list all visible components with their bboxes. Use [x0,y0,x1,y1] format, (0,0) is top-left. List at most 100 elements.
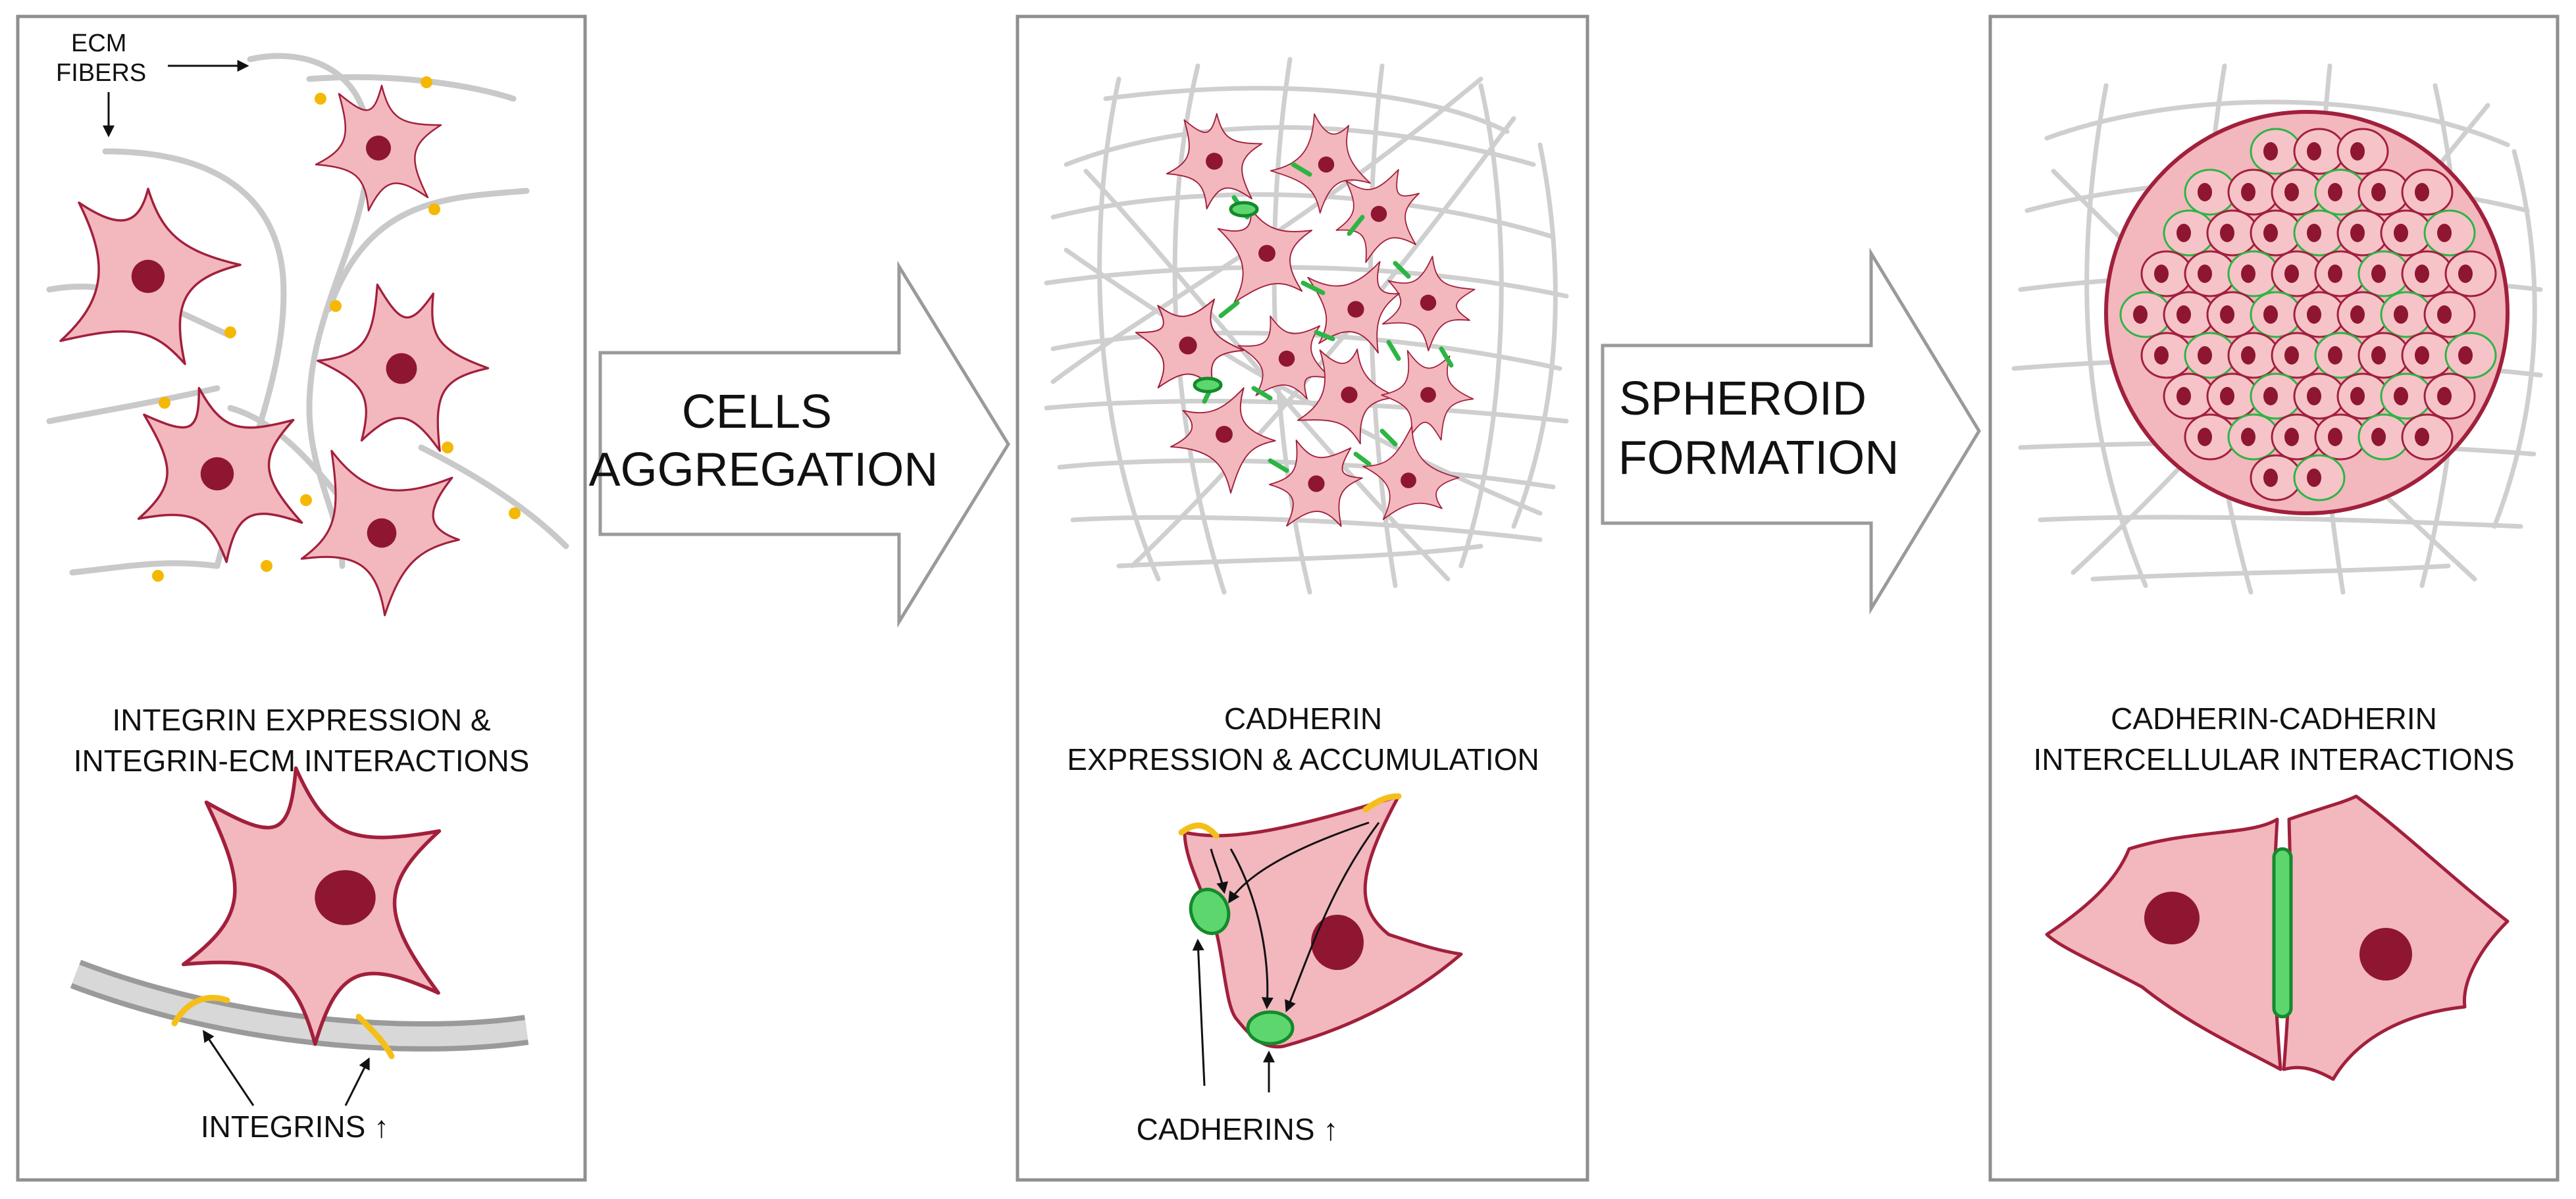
spheroid-nucleus [2328,183,2342,201]
spheroid-nucleus [2263,387,2278,405]
arrow-1-line1: CELLS [682,386,832,438]
ecm-label-line1: ECM [71,30,126,57]
spheroid-nucleus [2350,387,2365,405]
spheroid-nucleus [2437,305,2452,324]
panel-1-caption-line2: INTEGRIN-ECM INTERACTIONS [74,744,530,778]
spheroid-nucleus [2263,142,2278,161]
spheroid-nucleus [2307,224,2321,242]
spheroid-nucleus [2198,428,2212,446]
spheroid-nucleus [2371,346,2386,365]
spheroid-nucleus [2133,305,2148,324]
cadherin-junction [2272,847,2293,1019]
panel-cadherin: CADHERIN EXPRESSION & ACCUMULATION CADHE… [1016,14,1589,1182]
cadherin-patch-bottom [1246,1010,1295,1046]
spheroid-nucleus [2307,387,2321,405]
integrin-detail: INTEGRINS ↑ [70,746,529,1144]
integrins-label: INTEGRINS ↑ [201,1110,389,1144]
spheroid-nucleus [2154,265,2169,283]
spheroid-nucleus [2220,224,2234,242]
cell-bottom-right [296,447,467,623]
spheroid-nucleus [2328,346,2342,365]
spheroid-nucleus [2284,428,2299,446]
cell-top-right [315,84,442,212]
integrin-dots [152,76,521,582]
spheroid-nucleus [2263,469,2278,487]
spheroid-nucleus [2415,183,2429,201]
spheroid-nucleus [2220,305,2234,324]
integrin-contact-left [171,994,230,1027]
arrow-2-line1: SPHEROID [1619,372,1867,425]
cadherin-detail: CADHERINS ↑ [1137,793,1463,1146]
spheroid-nucleus [2394,224,2408,242]
integrin-contact-right [355,1013,395,1059]
cadherin-patch-left [1189,888,1231,935]
spheroid-nucleus [2394,305,2408,324]
panel-1-caption-line1: INTEGRIN EXPRESSION & [112,703,490,737]
spheroid-nucleus [2263,305,2278,324]
spheroid-nucleus [2241,428,2255,446]
spheroid-nucleus [2350,142,2365,161]
spheroid-nucleus [2241,265,2255,283]
spheroid-nucleus [2241,346,2255,365]
spheroid-nucleus [2220,387,2234,405]
spheroid-nucleus [2284,346,2299,365]
arrow-2-line2: FORMATION [1618,432,1899,484]
spheroid-nucleus [2458,346,2473,365]
spheroid-nucleus [2307,469,2321,487]
spheroid-nucleus [2177,305,2191,324]
spheroid-nucleus [2437,387,2452,405]
cadherins-label: CADHERINS ↑ [1137,1112,1339,1146]
panel-2-caption-line1: CADHERIN [1224,702,1382,736]
arrow-1-line2: AGGREGATION [589,444,939,496]
cell-bottom-left [109,365,326,582]
spheroid-nucleus [2415,346,2429,365]
spheroid-nucleus [2328,265,2342,283]
spheroid-nucleus [2263,224,2278,242]
spheroid-nucleus [2284,183,2299,201]
spheroid-nucleus [2307,142,2321,161]
spheroid-nucleus [2177,387,2191,405]
detail-cell [153,746,472,1064]
ecm-label: ECM FIBERS [56,30,249,138]
spheroid-nucleus [2371,183,2386,201]
spheroid-nucleus [2198,346,2212,365]
spheroid-nucleus [2415,428,2429,446]
spheroid-nucleus [2241,183,2255,201]
spheroid-nucleus [2198,265,2212,283]
spheroid-nucleus [2284,265,2299,283]
spheroid-nucleus [2371,265,2386,283]
detail-cell-left [2045,817,2282,1071]
panel-3-caption-line1: CADHERIN-CADHERIN [2111,702,2437,736]
cadherin-cadherin-detail [2045,794,2510,1081]
spheroid-cells [2119,128,2497,501]
spheroid-nucleus [2437,224,2452,242]
integrin-contact-2b [1362,793,1402,813]
spheroid-nucleus [2350,224,2365,242]
cell-aggregate [1116,102,1487,545]
spheroid-nucleus [2154,346,2169,365]
cell-middle-right [296,263,507,474]
ecm-label-line2: FIBERS [56,59,146,87]
integrin-contact-2a [1178,822,1220,839]
spheroid-nucleus [2307,305,2321,324]
panel-3-caption-line2: INTERCELLULAR INTERACTIONS [2033,742,2514,777]
spheroid-nucleus [2328,428,2342,446]
detail-nucleus-right [2359,928,2412,981]
spheroid-nucleus [2198,183,2212,201]
spheroid [2104,110,2510,515]
arrow-cells-aggregation: CELLS AGGREGATION [589,261,1010,628]
cell-left [59,188,242,365]
panel-spheroid: CADHERIN-CADHERIN INTERCELLULAR INTERACT… [1988,14,2560,1182]
spheroid-nucleus [2350,305,2365,324]
spheroid-nucleus [2458,265,2473,283]
arrow-spheroid-formation: SPHEROID FORMATION [1601,247,1981,615]
spheroid-nucleus [2371,428,2386,446]
spheroid-nucleus [2394,387,2408,405]
detail-nucleus-left [2144,892,2200,944]
detail-nucleus-2 [1311,915,1364,970]
panel-2-caption-line2: EXPRESSION & ACCUMULATION [1067,742,1539,777]
cadherin-patches [1193,162,1454,473]
spheroid-nucleus [2415,265,2429,283]
panel-integrin: ECM FIBERS INTEGRIN EXPRESSION & INTEGRI… [16,14,587,1182]
